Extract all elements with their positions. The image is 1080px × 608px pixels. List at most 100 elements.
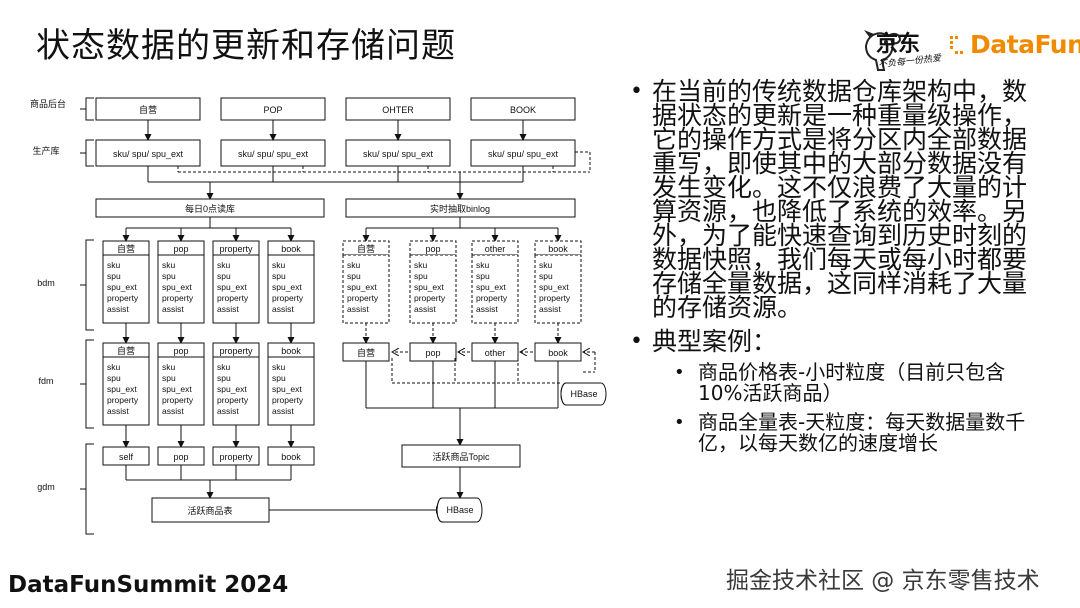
- hbase-cylinder-edge: [436, 497, 443, 523]
- sub-bullet-item: • 商品价格表-小时粒度（目前只包含10%活跃商品）: [674, 362, 1066, 404]
- table-field: sku: [107, 260, 121, 270]
- table-field: spu: [476, 271, 490, 281]
- brace-prod: [80, 139, 94, 167]
- active-topic-label: 活跃商品Topic: [432, 451, 490, 462]
- datafun-logo-text: DataFun.: [970, 30, 1080, 59]
- prod-box: [220, 139, 326, 167]
- table-field: sku: [217, 260, 231, 270]
- bullet-item: • 典型案例：: [630, 327, 1066, 356]
- prod-label: sku/ spu/ spu_ext: [238, 149, 309, 159]
- table-body: [102, 356, 150, 426]
- hbase-label: HBase: [570, 389, 597, 399]
- source-label: 自营: [139, 104, 157, 115]
- brace-fdm: [80, 339, 94, 429]
- bullet-dot-icon: •: [674, 362, 685, 383]
- table-field: property: [272, 395, 304, 405]
- table-field: spu: [347, 271, 361, 281]
- table-field: assist: [476, 304, 498, 314]
- row-label-source: 商品后台: [30, 98, 66, 109]
- bullet-dot-icon: •: [674, 412, 685, 433]
- table-title: book: [281, 346, 301, 356]
- watermark: 掘金技术社区 @ 京东零售技术: [726, 568, 1040, 594]
- table-field: spu: [217, 373, 231, 383]
- table-field: property: [162, 395, 194, 405]
- table-title: property: [219, 244, 253, 254]
- table-title: other: [485, 244, 506, 254]
- datafun-mark-icon: [950, 36, 963, 54]
- table-field: spu: [107, 373, 121, 383]
- table-title: 自营: [117, 243, 135, 254]
- bullet-text: 在当前的传统数据仓库架构中，数据状态的更新是一种重量级操作，它的操作方式是将分区…: [652, 77, 1028, 322]
- table-field: spu_ext: [539, 282, 569, 292]
- table-field: property: [107, 395, 139, 405]
- sub-bullet-text: 商品全量表-天粒度：每天数据量数千亿，以每天数亿的速度增长: [698, 410, 1026, 455]
- bullet-text: 典型案例：: [652, 327, 778, 356]
- table-field: sku: [272, 362, 286, 372]
- table-field: assist: [272, 406, 294, 416]
- prod-box: [345, 139, 451, 167]
- jd-logo-text: 京东: [876, 32, 921, 57]
- hbase-label: HBase: [446, 505, 473, 515]
- table-title: book: [281, 244, 301, 254]
- right-fdm-label: 自营: [357, 347, 375, 358]
- table-field: spu: [539, 271, 553, 281]
- table-field: spu: [414, 271, 428, 281]
- row-label-fdm: fdm: [38, 376, 53, 386]
- table-field: property: [347, 293, 379, 303]
- prod-box: [95, 139, 201, 167]
- table-field: sku: [414, 260, 428, 270]
- right-fdm-label: other: [485, 348, 506, 358]
- source-label: OHTER: [382, 105, 414, 115]
- table-field: property: [162, 293, 194, 303]
- jd-dog-logo-icon: [864, 30, 902, 71]
- gdm-label: self: [119, 452, 134, 462]
- table-title: book: [548, 244, 568, 254]
- table-field: assist: [162, 406, 184, 416]
- sub-bullet-text: 商品价格表-小时粒度（目前只包含10%活跃商品）: [698, 360, 1006, 405]
- table-body: [267, 356, 315, 426]
- gdm-label: pop: [173, 452, 188, 462]
- table-title: pop: [173, 346, 188, 356]
- table-field: assist: [347, 304, 369, 314]
- table-field: sku: [476, 260, 490, 270]
- table-body: [471, 254, 519, 324]
- row-label-bdm: bdm: [37, 278, 55, 288]
- prod-label: sku/ spu/ spu_ext: [363, 149, 434, 159]
- table-field: assist: [414, 304, 436, 314]
- table-field: sku: [162, 260, 176, 270]
- binlog-label: 实时抽取binlog: [430, 203, 490, 214]
- table-field: property: [217, 293, 249, 303]
- daily-read-label: 每日0点读库: [185, 203, 235, 214]
- table-field: spu_ext: [217, 282, 247, 292]
- table-field: property: [272, 293, 304, 303]
- right-fdm-label: pop: [425, 348, 440, 358]
- bullet-list: • 在当前的传统数据仓库架构中，数据状态的更新是一种重量级操作，它的操作方式是将…: [630, 77, 1066, 455]
- table-field: sku: [107, 362, 121, 372]
- table-field: spu: [272, 271, 286, 281]
- brace-gdm: [80, 443, 94, 535]
- slide-title: 状态数据的更新和存储问题: [36, 26, 456, 66]
- table-field: sku: [217, 362, 231, 372]
- row-label-prod: 生产库: [32, 145, 59, 156]
- table-field: assist: [107, 304, 129, 314]
- brace-source: [80, 97, 94, 121]
- bullet-dot-icon: •: [630, 79, 643, 104]
- table-title: 自营: [117, 345, 135, 356]
- table-field: assist: [539, 304, 561, 314]
- table-field: property: [217, 395, 249, 405]
- table-field: property: [476, 293, 508, 303]
- table-field: spu_ext: [272, 384, 302, 394]
- table-field: spu: [217, 271, 231, 281]
- table-field: spu_ext: [414, 282, 444, 292]
- table-field: spu: [162, 373, 176, 383]
- table-title: 自营: [357, 243, 375, 254]
- table-title: pop: [425, 244, 440, 254]
- table-field: spu_ext: [107, 384, 137, 394]
- right-fdm-label: book: [548, 348, 568, 358]
- table-field: property: [107, 293, 139, 303]
- table-field: sku: [539, 260, 553, 270]
- table-field: spu_ext: [162, 384, 192, 394]
- gdm-label: property: [219, 452, 253, 462]
- table-field: spu_ext: [347, 282, 377, 292]
